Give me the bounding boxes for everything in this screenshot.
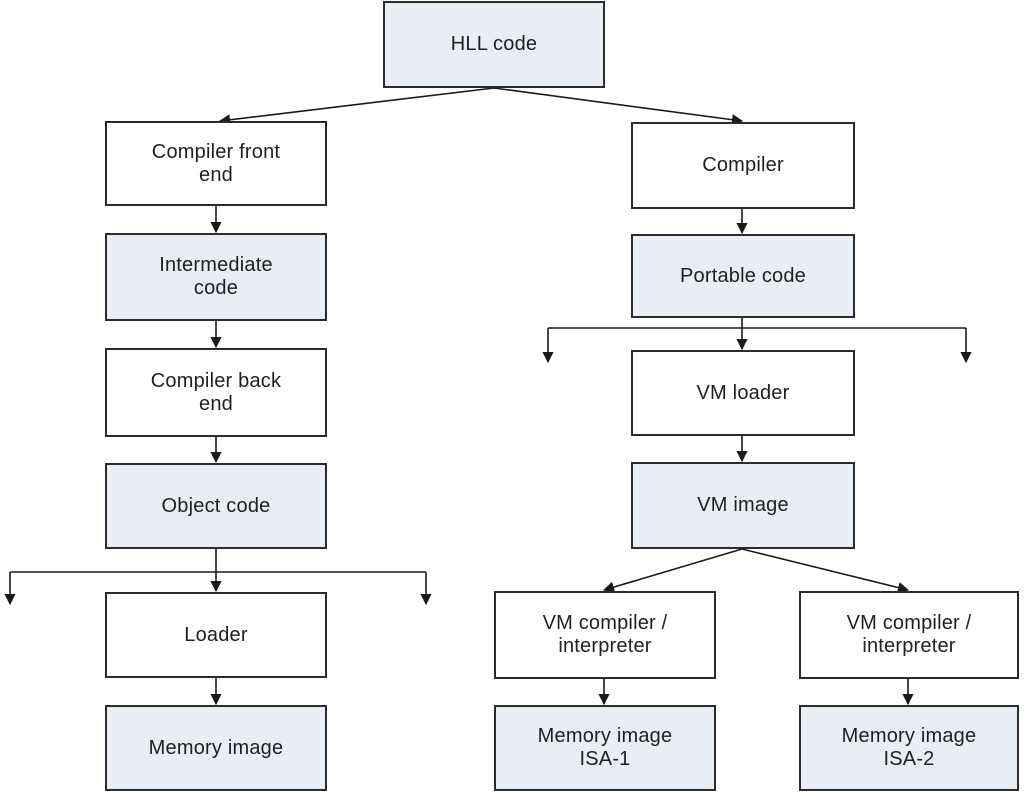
node-loader: Loader <box>105 592 327 678</box>
node-compiler: Compiler <box>631 122 855 209</box>
node-memory-image-isa2: Memory image ISA-2 <box>799 705 1019 791</box>
node-memory-image-isa1: Memory image ISA-1 <box>494 705 716 791</box>
arrow-vm-image-to-vm-compiler-2 <box>741 548 910 594</box>
arrow-vm-image-to-vm-compiler-1 <box>602 548 743 593</box>
arrow-hll-to-front-end <box>218 87 495 126</box>
node-vm-image: VM image <box>631 462 855 549</box>
node-vm-compiler-interpreter-2: VM compiler / interpreter <box>799 591 1019 679</box>
node-hll-code: HLL code <box>383 1 605 88</box>
arrow-hll-to-compiler <box>493 87 744 126</box>
node-memory-image: Memory image <box>105 705 327 791</box>
node-vm-compiler-interpreter-1: VM compiler / interpreter <box>494 591 716 679</box>
node-compiler-back-end: Compiler back end <box>105 348 327 437</box>
node-object-code: Object code <box>105 463 327 549</box>
node-portable-code: Portable code <box>631 234 855 318</box>
node-compiler-front-end: Compiler front end <box>105 121 327 206</box>
node-vm-loader: VM loader <box>631 350 855 436</box>
node-intermediate-code: Intermediate code <box>105 233 327 321</box>
